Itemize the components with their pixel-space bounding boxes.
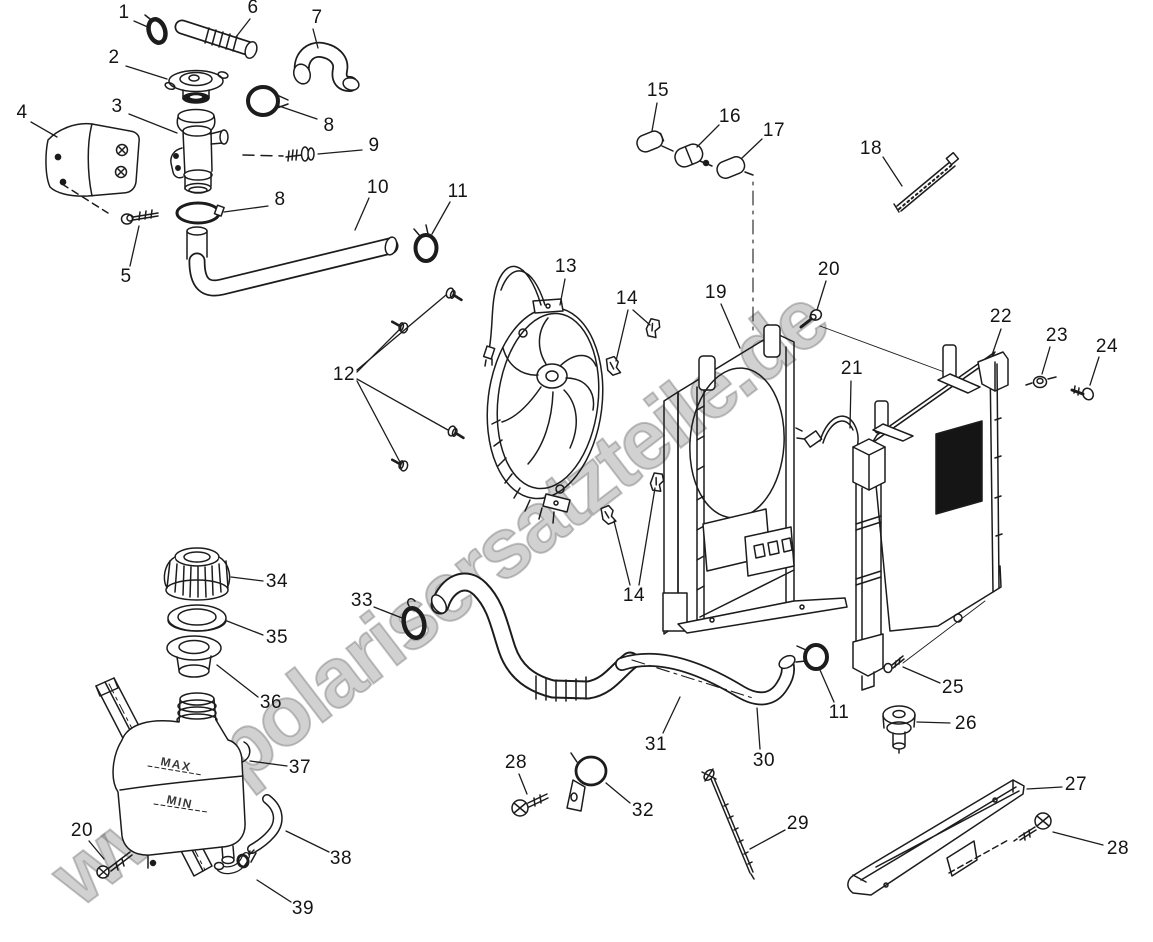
leader-line — [902, 666, 941, 684]
leader-line — [88, 840, 105, 860]
leader-line — [615, 309, 629, 362]
clamp-part33 — [401, 598, 427, 641]
outlet-hose-part7 — [292, 41, 360, 92]
lower-hose-part10 — [186, 226, 399, 297]
bolt-part20b — [96, 851, 133, 879]
leader-line — [720, 303, 741, 349]
filler-insert-part36 — [166, 635, 222, 678]
cooling-fan-part13 — [482, 265, 604, 524]
leader-line — [632, 309, 651, 326]
leader-line — [605, 782, 631, 804]
leader-line — [249, 760, 288, 767]
clamp-part8a — [246, 85, 289, 117]
rod-part29 — [701, 768, 755, 880]
leader-line — [317, 149, 363, 155]
leader-line — [749, 829, 786, 850]
nut-part23 — [1025, 375, 1057, 389]
leader-line — [230, 576, 264, 582]
clips-part14-lower — [599, 471, 666, 526]
overflow-hose-part38 — [244, 794, 283, 863]
leader-lines-layer — [30, 18, 1104, 903]
leader-line — [223, 205, 269, 213]
guard-bracket-part27 — [847, 779, 1025, 896]
leader-line — [849, 380, 852, 429]
leader-line — [819, 669, 835, 703]
leader-line — [278, 105, 318, 120]
reservoir-min-marking: MIN — [165, 792, 194, 811]
leader-line — [741, 138, 763, 159]
leader-line — [30, 121, 58, 138]
leader-line — [373, 606, 403, 619]
stud-part18 — [893, 151, 960, 213]
fitting-part15 — [636, 130, 665, 153]
hose-part30 — [615, 652, 796, 706]
coolant-reservoir-part37: MAX MIN — [112, 692, 251, 869]
seal-washer-part35 — [167, 604, 227, 632]
leader-line — [651, 102, 658, 132]
molded-hose-part31 — [430, 572, 640, 702]
leader-line — [638, 487, 656, 586]
leader-line — [354, 197, 370, 231]
radiator-cap-part2 — [164, 69, 229, 104]
screw-part28b — [1013, 812, 1052, 842]
leader-line — [128, 113, 178, 134]
leader-line — [312, 28, 319, 49]
clips-part14-upper — [604, 316, 663, 377]
leader-line — [431, 201, 451, 235]
fan-shroud-part19 — [662, 324, 848, 635]
leader-line — [613, 520, 631, 586]
grommet-part26 — [882, 705, 916, 757]
leader-line — [356, 378, 449, 431]
elbow-fitting-part39 — [213, 849, 255, 875]
leader-line — [356, 327, 402, 373]
leader-line — [1026, 786, 1063, 790]
screw-part9 — [242, 146, 315, 162]
leader-line — [756, 707, 761, 750]
leader-line — [256, 879, 292, 903]
hose-clamp-part1 — [144, 14, 168, 45]
clamp-part11a — [413, 224, 439, 263]
clamp-bracket-part32 — [566, 752, 608, 812]
vent-hose-part6 — [174, 19, 258, 60]
fitting-part16 — [661, 143, 710, 168]
screw-part25 — [883, 655, 905, 674]
fan-screws-part12 — [388, 285, 468, 474]
leader-line — [991, 328, 1002, 356]
bolt-part28a — [511, 793, 549, 817]
filler-neck-part3 — [170, 108, 229, 194]
mount-bracket-part4 — [45, 122, 140, 214]
leader-line — [662, 696, 681, 734]
reservoir-max-marking: MAX — [159, 754, 192, 774]
radiator-part22 — [852, 344, 1009, 691]
bolt-part5 — [120, 209, 159, 225]
leader-line — [125, 65, 168, 80]
leader-line — [285, 830, 330, 853]
leader-line — [1052, 831, 1104, 846]
clamp-part11b — [795, 643, 829, 671]
screw-part24 — [1070, 385, 1095, 401]
leader-line — [235, 18, 251, 38]
leader-line — [129, 225, 140, 267]
leader-line — [1089, 356, 1100, 386]
fitting-part17 — [699, 156, 754, 335]
harness-part21 — [795, 415, 859, 453]
leader-line — [216, 664, 259, 698]
leader-line — [916, 721, 951, 724]
leader-line — [696, 124, 720, 148]
leader-line — [559, 278, 566, 306]
leader-line — [133, 20, 151, 29]
leader-line — [816, 280, 827, 311]
clamp-part8b — [175, 201, 225, 225]
bolt-part20a — [799, 309, 948, 374]
leader-line — [356, 380, 402, 465]
leader-line — [882, 156, 903, 187]
reservoir-cap-part34 — [163, 547, 231, 601]
leader-line — [226, 620, 264, 636]
leader-line — [1041, 346, 1051, 375]
leader-line — [518, 773, 528, 795]
